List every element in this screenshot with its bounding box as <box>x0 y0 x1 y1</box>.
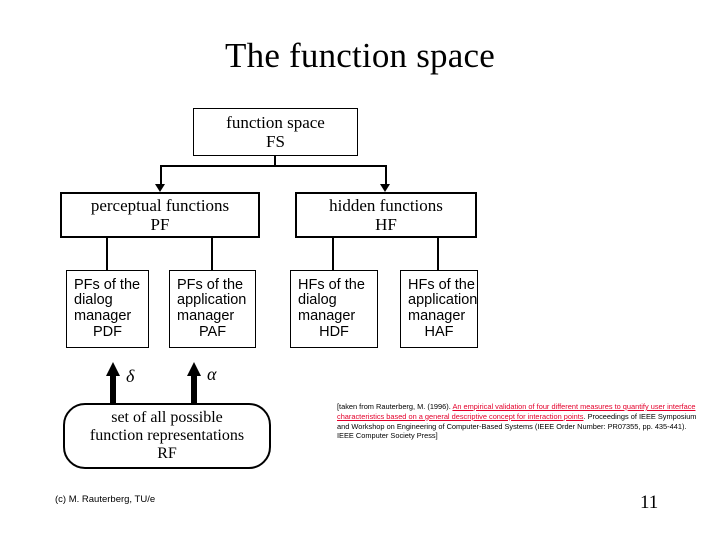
citation-suffix: . Proceedings of IEEE Symposium and Work… <box>337 411 697 441</box>
citation-prefix: [taken from Rauterberg, M. (1996). <box>337 402 453 411</box>
label-delta: δ <box>126 366 135 386</box>
box-haf-line3: manager <box>408 308 466 324</box>
arrow-alpha-head <box>187 362 201 376</box>
box-pdf-line1: PFs of the <box>74 276 141 293</box>
box-haf[interactable]: HFs of the application manager HAF <box>400 270 478 348</box>
citation-link[interactable]: An empirical validation of four differen… <box>337 402 696 421</box>
connector-hf-hdf <box>332 238 334 270</box>
box-hidden-functions-code: HF <box>375 215 397 234</box>
label-alpha: α <box>207 364 217 384</box>
connector-pf-paf <box>211 238 213 270</box>
page-number: 11 <box>640 492 659 513</box>
box-hdf[interactable]: HFs of the dialog manager HDF <box>290 270 378 348</box>
box-hdf-code: HDF <box>319 323 349 340</box>
arrow-to-hf <box>380 184 390 192</box>
page-title: The function space <box>225 36 495 75</box>
box-haf-code: HAF <box>424 323 454 340</box>
box-function-space-name: function space <box>226 112 325 132</box>
arrow-delta-head <box>106 362 120 376</box>
box-pdf-line3: manager <box>74 308 132 324</box>
citation-block: [taken from Rauterberg, M. (1996). An em… <box>337 402 702 441</box>
box-hdf-line3: manager <box>298 308 356 324</box>
arrow-alpha <box>187 362 201 406</box>
connector-fs-split <box>160 165 386 167</box>
box-paf-line2: application <box>177 292 247 309</box>
footer-copyright: (c) M. Rauterberg, TU/e <box>55 494 156 505</box>
box-pdf[interactable]: PFs of the dialog manager PDF <box>66 270 149 348</box>
box-paf-code: PAF <box>198 323 227 340</box>
box-hidden-functions-name: hidden functions <box>329 195 443 215</box>
arrow-delta-shaft <box>110 375 116 405</box>
box-pdf-line2: dialog <box>74 292 113 309</box>
connector-pf-pdf <box>106 238 108 270</box>
box-rf-line2: function representations <box>89 426 245 444</box>
box-perceptual-functions[interactable]: perceptual functions PF <box>60 192 260 238</box>
box-rf-line1: set of all possible <box>111 408 223 426</box>
connector-fs-right-drop <box>385 165 387 184</box>
box-paf-line1: PFs of the <box>177 276 244 293</box>
connector-fs-left-drop <box>160 165 162 184</box>
arrow-to-pf <box>155 184 165 192</box>
box-perceptual-functions-code: PF <box>150 215 170 234</box>
box-function-space[interactable]: function space FS <box>193 108 358 156</box>
box-function-representations[interactable]: set of all possible function representat… <box>63 403 271 469</box>
box-hdf-line2: dialog <box>298 292 337 309</box>
box-paf-line3: manager <box>177 308 235 324</box>
box-hidden-functions[interactable]: hidden functions HF <box>295 192 477 238</box>
connector-fs-stem <box>274 156 276 166</box>
arrow-alpha-shaft <box>191 375 197 405</box>
box-perceptual-functions-name: perceptual functions <box>90 195 230 215</box>
box-paf[interactable]: PFs of the application manager PAF <box>169 270 256 348</box>
box-pdf-code: PDF <box>93 323 122 340</box>
box-hdf-line1: HFs of the <box>298 276 365 293</box>
box-haf-line1: HFs of the <box>408 276 475 293</box>
box-rf-code: RF <box>157 445 177 463</box>
arrow-delta <box>106 362 120 406</box>
connector-hf-haf <box>437 238 439 270</box>
box-function-space-code: FS <box>266 132 285 151</box>
box-haf-line2: application <box>408 292 478 309</box>
